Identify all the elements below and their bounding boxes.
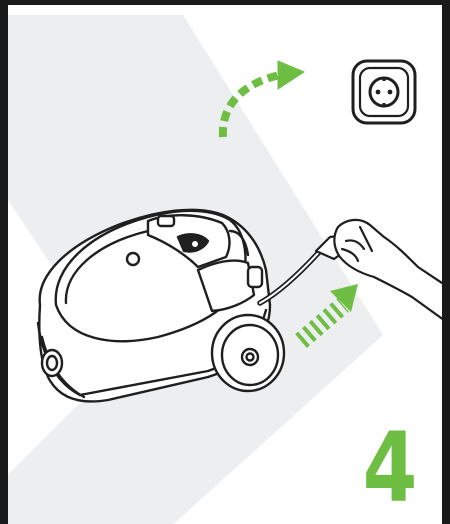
power-socket-icon	[353, 61, 415, 123]
step-number: 4	[363, 420, 416, 516]
